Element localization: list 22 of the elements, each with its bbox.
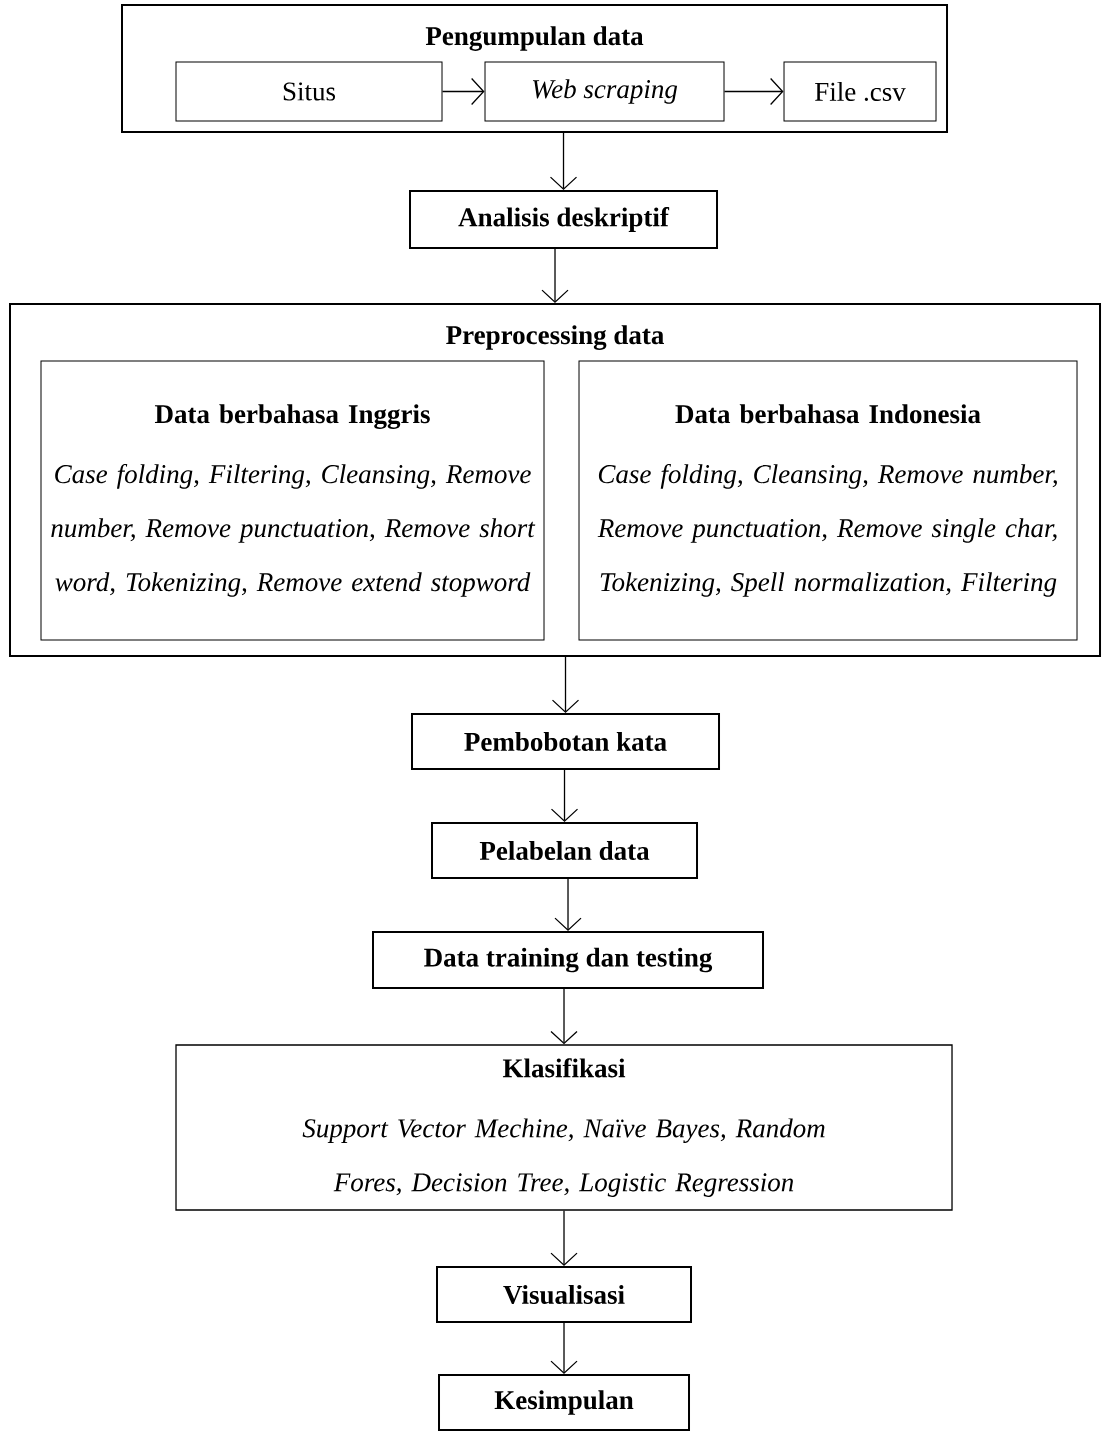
arrow [551,656,580,713]
box-heading: Pengumpulan data [425,26,644,51]
group-box [9,303,1101,657]
process-box: Situs [175,61,443,122]
process-box: Analisis deskriptif [409,190,718,249]
process-box: Visualisasi [436,1266,692,1323]
process-box: Data berbahasa Inggris Case folding, Filtering, Cleansing, Remove number, Remove punctuation, Remove short word, Tokenizing, Remove extend stopword [40,360,545,641]
process-box: Kesimpulan [438,1374,690,1431]
arrow [550,988,578,1045]
arrow [549,132,578,190]
arrow [723,77,784,106]
process-box: Data training dan testing [372,931,764,989]
process-box: Pelabelan data [431,822,698,879]
box-heading: Preprocessing data [446,325,664,350]
arrow [541,248,569,303]
process-box: Pembobotan kata [411,713,720,770]
process-box: Web scraping [484,61,725,122]
group-box [121,4,948,133]
arrow [550,1210,578,1266]
process-box: File .csv [783,61,937,122]
process-box: Data berbahasa Indonesia Case folding, Cleansing, Remove number, Remove punctuation, Remove single char, Tokenizing, Spell normalization, Filtering [578,360,1078,641]
process-box: Klasifikasi Support Vector Mechine, Naïve Bayes, Random Fores, Decision Tree, Logistic Regression [175,1044,953,1211]
